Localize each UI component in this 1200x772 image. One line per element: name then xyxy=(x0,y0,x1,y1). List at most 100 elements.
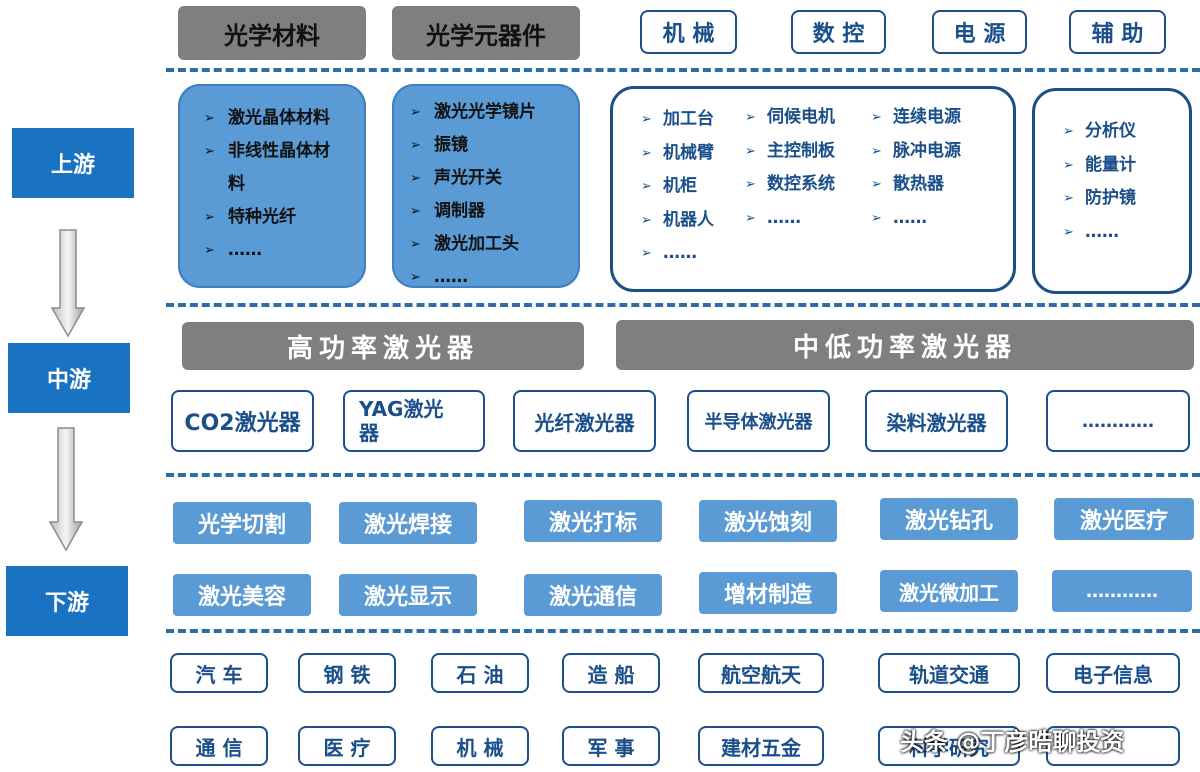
stage-downstream-label: 下游 xyxy=(44,591,89,616)
list-item: …… xyxy=(871,202,961,236)
mechanical-list: 加工台 机械臂 机柜 机器人 …… xyxy=(641,103,714,271)
header-power: 电 源 xyxy=(932,10,1027,54)
industry-tag: 军 事 xyxy=(562,726,660,766)
laser-type-label: 染料激光器 xyxy=(886,410,987,435)
industry-tag: 钢 铁 xyxy=(298,653,396,693)
equipment-panel: 加工台 机械臂 机柜 机器人 …… 伺候电机 主控制板 数控系统 …… 连续电源… xyxy=(610,86,1016,292)
laser-type-label: 半导体激光器 xyxy=(704,412,813,433)
industry-tag: 通 信 xyxy=(170,726,268,766)
industry-label: 通 信 xyxy=(195,735,243,760)
optical-materials-panel: 激光晶体材料 非线性晶体材 料 特种光纤 …… xyxy=(178,84,366,288)
stage-upstream-label: 上游 xyxy=(50,153,95,178)
header-cnc: 数 控 xyxy=(791,10,886,54)
list-item: 机器人 xyxy=(641,204,714,238)
laser-type-label: YAG激光器 xyxy=(359,397,444,445)
optical-components-list: 激光光学镜片 振镜 声光开关 调制器 激光加工头 …… xyxy=(392,84,580,294)
list-item: 数控系统 xyxy=(745,168,835,202)
laser-type: CO2激光器 xyxy=(171,390,314,452)
industry-label: 军 事 xyxy=(587,735,635,760)
application-tag: 激光焊接 xyxy=(339,502,477,544)
header-label: 中低功率激光器 xyxy=(792,332,1017,363)
list-item: 脉冲电源 xyxy=(871,135,961,169)
list-item: 激光光学镜片 xyxy=(406,96,580,129)
list-item: 声光开关 xyxy=(406,162,580,195)
list-item: 主控制板 xyxy=(745,135,835,169)
list-item: …… xyxy=(200,234,366,267)
header-label: 电 源 xyxy=(953,22,1006,47)
application-tag: 激光通信 xyxy=(524,574,662,616)
application-label: 激光蚀刻 xyxy=(723,511,812,536)
cnc-list: 伺候电机 主控制板 数控系统 …… xyxy=(745,101,835,235)
header-label: 光学材料 xyxy=(224,21,320,50)
header-label: 机 械 xyxy=(662,22,715,47)
laser-type: 光纤激光器 xyxy=(513,390,656,452)
divider xyxy=(166,473,1200,477)
application-tag: 激光蚀刻 xyxy=(699,500,837,542)
industry-label: 航空航天 xyxy=(721,662,801,687)
industry-label: 汽 车 xyxy=(195,662,243,687)
laser-type: 半导体激光器 xyxy=(687,390,830,452)
application-label: 激光显示 xyxy=(363,585,452,610)
list-item: 激光加工头 xyxy=(406,228,580,261)
list-item: …… xyxy=(406,261,580,294)
application-label: 光学切割 xyxy=(197,513,286,538)
industry-label: 机 械 xyxy=(456,735,504,760)
header-label: 高功率激光器 xyxy=(286,333,479,364)
list-item-continuation: 料 xyxy=(228,174,245,194)
header-mechanical: 机 械 xyxy=(640,10,737,54)
industry-tag: 建材五金 xyxy=(698,726,824,766)
stage-midstream-label: 中游 xyxy=(46,368,91,393)
down-arrow-icon xyxy=(48,427,84,552)
laser-type-label: CO2激光器 xyxy=(184,411,301,436)
application-label: 激光钻孔 xyxy=(904,509,993,534)
industry-tag xyxy=(1046,726,1180,766)
laser-type-label: ………… xyxy=(1082,410,1154,432)
application-tag: 激光微加工 xyxy=(880,570,1018,612)
divider xyxy=(166,629,1200,633)
application-tag: 激光打标 xyxy=(524,500,662,542)
header-label: 光学元器件 xyxy=(426,21,546,50)
industry-label: 石 油 xyxy=(456,662,504,687)
industry-label: 电子信息 xyxy=(1073,662,1153,687)
application-label: 激光美容 xyxy=(197,585,286,610)
power-list: 连续电源 脉冲电源 散热器 …… xyxy=(871,101,961,235)
laser-type: YAG激光器 xyxy=(343,390,485,452)
list-item: 料 xyxy=(200,168,366,201)
list-item: 激光晶体材料 xyxy=(200,102,366,135)
list-item: 连续电源 xyxy=(871,101,961,135)
header-label: 数 控 xyxy=(812,22,865,47)
divider xyxy=(166,68,1200,72)
industry-label: 轨道交通 xyxy=(909,662,989,687)
industry-label: 医 疗 xyxy=(323,735,371,760)
list-item: 伺候电机 xyxy=(745,101,835,135)
stage-midstream: 中游 xyxy=(8,343,130,413)
list-item: 机械臂 xyxy=(641,137,714,171)
application-label: 增材制造 xyxy=(723,583,812,608)
laser-type: ………… xyxy=(1046,390,1190,452)
application-tag: ………… xyxy=(1052,570,1192,612)
industry-label: 科学研究 xyxy=(909,735,989,760)
header-auxiliary: 辅 助 xyxy=(1069,10,1166,54)
list-item: …… xyxy=(641,237,714,271)
header-mid-low-power-laser: 中低功率激光器 xyxy=(616,320,1194,370)
application-label: 激光微加工 xyxy=(899,580,999,605)
stage-downstream: 下游 xyxy=(6,566,128,636)
application-label: 激光焊接 xyxy=(363,513,452,538)
application-tag: 激光美容 xyxy=(173,574,311,616)
optical-components-panel: 激光光学镜片 振镜 声光开关 调制器 激光加工头 …… xyxy=(392,84,580,294)
industry-tag: 造 船 xyxy=(562,653,660,693)
list-item: 机柜 xyxy=(641,170,714,204)
application-label: 激光打标 xyxy=(548,511,637,536)
industry-tag: 航空航天 xyxy=(698,653,824,693)
watermark: 头条 @丁彦晧聊投资 xyxy=(900,728,1125,756)
list-item: 防护镜 xyxy=(1063,182,1136,216)
application-tag: 激光医疗 xyxy=(1054,498,1194,540)
header-optical-materials: 光学材料 xyxy=(178,6,366,60)
auxiliary-list: 分析仪 能量计 防护镜 …… xyxy=(1063,115,1136,249)
list-item: 分析仪 xyxy=(1063,115,1136,149)
list-item: …… xyxy=(745,202,835,236)
industry-tag: 电子信息 xyxy=(1046,653,1180,693)
application-label: 激光医疗 xyxy=(1079,509,1168,534)
application-tag: 增材制造 xyxy=(699,572,837,614)
list-item: …… xyxy=(1063,216,1136,250)
